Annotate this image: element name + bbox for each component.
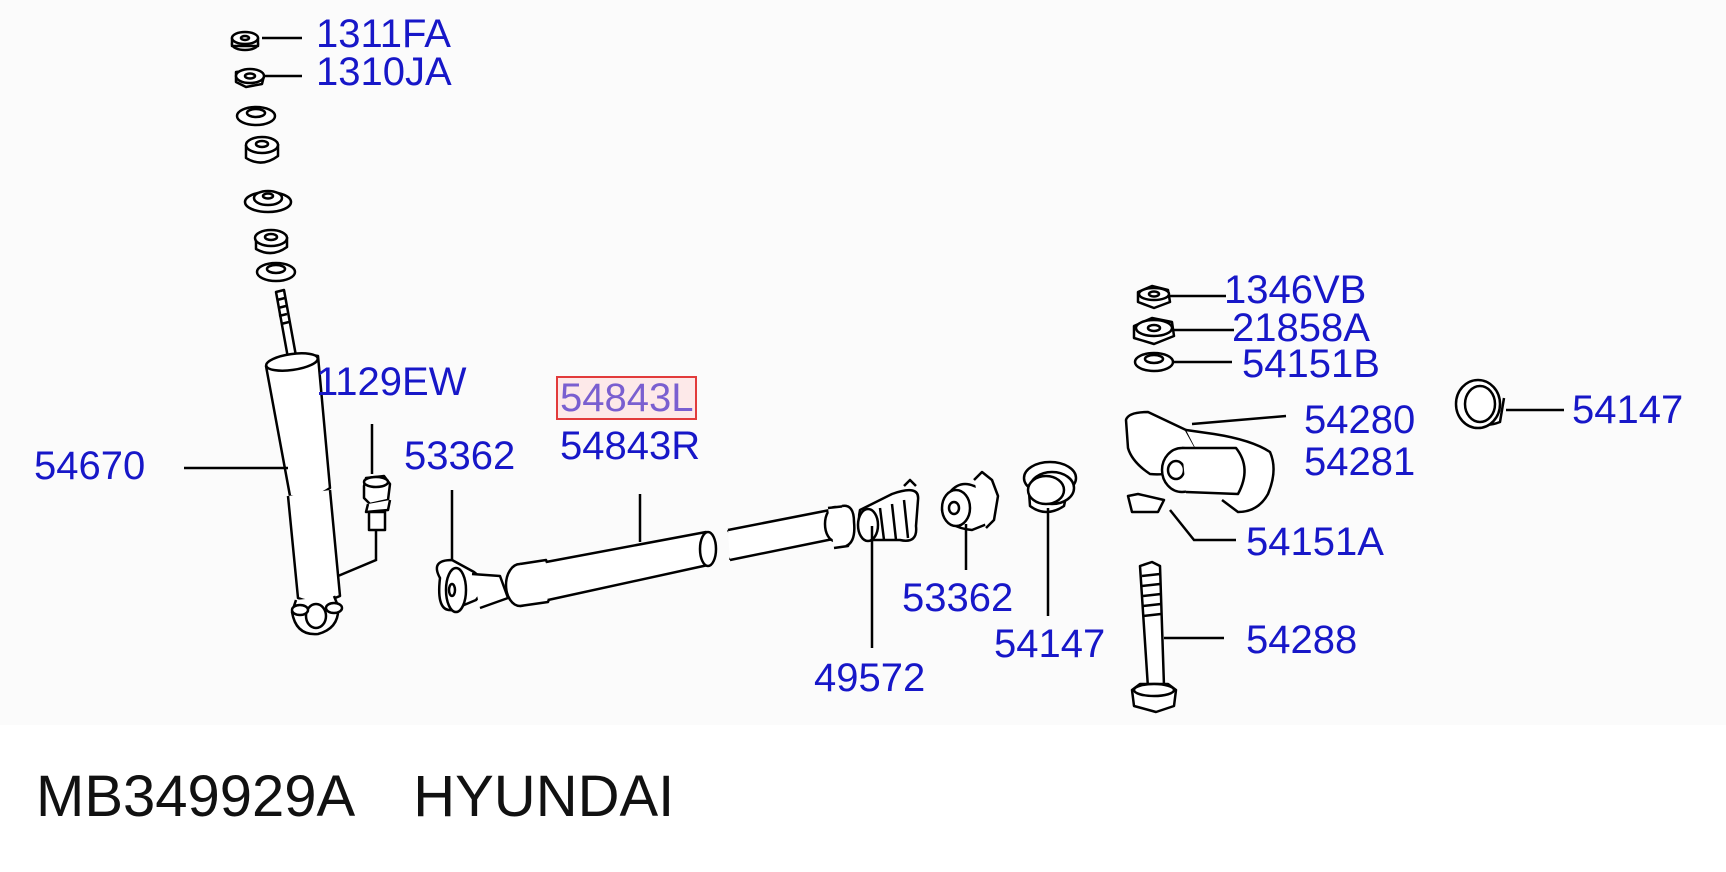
callout-54288[interactable]: 54288 <box>1246 618 1358 662</box>
leader-lines <box>184 36 1564 648</box>
callout-54147-upper[interactable]: 54147 <box>1572 388 1684 432</box>
bolt-1129ew <box>362 474 392 532</box>
bushing-54147-upper <box>1454 378 1506 430</box>
callout-54281[interactable]: 54281 <box>1304 440 1416 484</box>
bushing-53362-right <box>940 470 1000 532</box>
nut-21858a <box>1132 316 1176 346</box>
bushing-lower <box>253 228 289 255</box>
retainer-cup <box>243 189 293 214</box>
callout-54843l[interactable]: 54843L <box>556 376 698 420</box>
shock-absorber-54670 <box>264 288 344 636</box>
brand-name: HYUNDAI <box>413 764 675 829</box>
boot-49572 <box>856 478 920 543</box>
washer-lower <box>255 261 297 283</box>
nut-1346vb <box>1136 284 1172 310</box>
callout-1310ja[interactable]: 1310JA <box>316 50 452 94</box>
callout-54670[interactable]: 54670 <box>34 444 146 488</box>
nut-1310ja <box>234 67 266 89</box>
washer-54151b <box>1133 351 1175 373</box>
callout-21858a[interactable]: 21858A <box>1232 306 1370 350</box>
parts-diagram: 1311FA 1310JA 1129EW 54670 53362 54843L … <box>34 12 1684 714</box>
bushing-53362-left <box>435 558 510 614</box>
callout-54147-lower[interactable]: 54147 <box>994 622 1106 666</box>
washer-upper <box>235 105 277 127</box>
callout-1311fa[interactable]: 1311FA <box>316 12 451 56</box>
callout-54843r[interactable]: 54843R <box>560 424 701 468</box>
stabilizer-rod-54843 <box>504 504 856 608</box>
callout-49572[interactable]: 49572 <box>814 656 926 700</box>
nut-1311fa <box>230 30 260 52</box>
bushing-54147-lower <box>1022 460 1078 514</box>
callout-54280[interactable]: 54280 <box>1304 398 1416 442</box>
bushing-upper <box>244 135 280 164</box>
footer-caption: MB349929A HYUNDAI <box>36 762 674 832</box>
part-number: MB349929A <box>36 764 356 829</box>
callout-53362-right[interactable]: 53362 <box>902 576 1014 620</box>
bracket-54280-54281 <box>1124 410 1275 514</box>
callout-1346vb[interactable]: 1346VB <box>1224 268 1367 312</box>
bolt-54288 <box>1130 560 1178 714</box>
exploded-view-drawing <box>184 30 1564 714</box>
callout-54151a[interactable]: 54151A <box>1246 520 1384 564</box>
callout-53362-left[interactable]: 53362 <box>404 434 516 478</box>
callout-54151b[interactable]: 54151B <box>1242 342 1380 386</box>
callout-1129ew[interactable]: 1129EW <box>316 360 467 404</box>
